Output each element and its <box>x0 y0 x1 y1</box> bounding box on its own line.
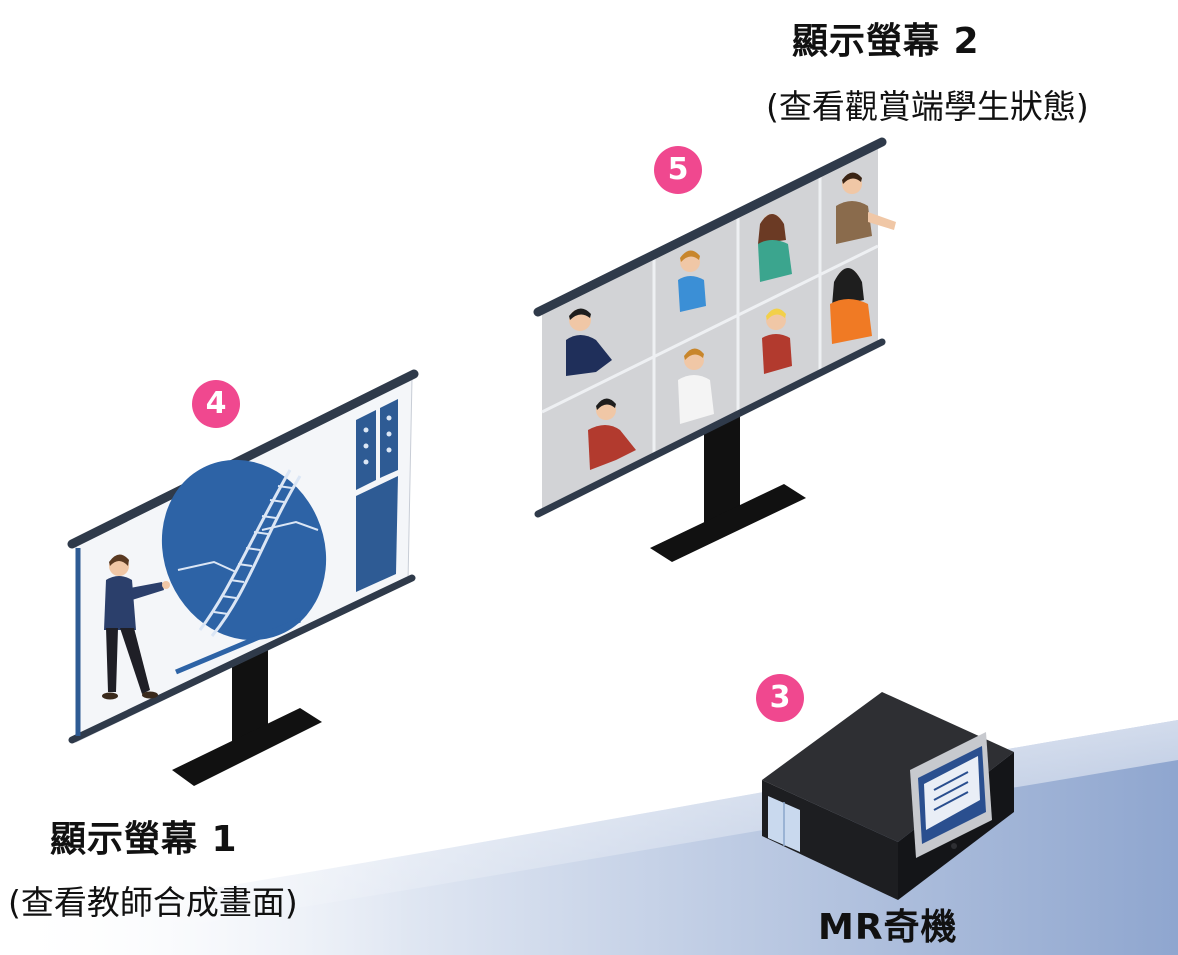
screen-2-subtitle: (查看觀賞端學生狀態) <box>766 87 1089 126</box>
student-avatar <box>588 398 636 470</box>
screen-2-title: 顯示螢幕 2 <box>792 21 980 62</box>
student-avatar <box>566 308 612 376</box>
teacher-figure <box>102 554 170 700</box>
screen-1-subtitle: (查看教師合成畫面) <box>8 883 298 922</box>
screen-1-stand-post <box>232 636 268 756</box>
student-avatar <box>758 214 792 282</box>
display-screen-2 <box>533 137 896 562</box>
student-avatar <box>836 172 896 244</box>
screen-1-stand-base <box>172 708 322 786</box>
screen-1-title: 顯示螢幕 1 <box>50 819 238 860</box>
student-avatar <box>762 308 792 374</box>
device-label: MR奇機 <box>818 907 958 948</box>
badge-4: 4 <box>192 380 240 428</box>
screen-2-stand-base <box>650 484 806 562</box>
student-avatar <box>830 268 872 344</box>
student-avatar <box>678 348 714 424</box>
badge-3: 3 <box>756 674 804 722</box>
badge-5: 5 <box>654 146 702 194</box>
display-screen-1 <box>67 369 419 786</box>
screen-2-stand-post <box>704 414 740 528</box>
mr-device-icon <box>762 692 1014 900</box>
dna-helix-icon <box>161 459 327 641</box>
student-avatar <box>678 250 706 312</box>
